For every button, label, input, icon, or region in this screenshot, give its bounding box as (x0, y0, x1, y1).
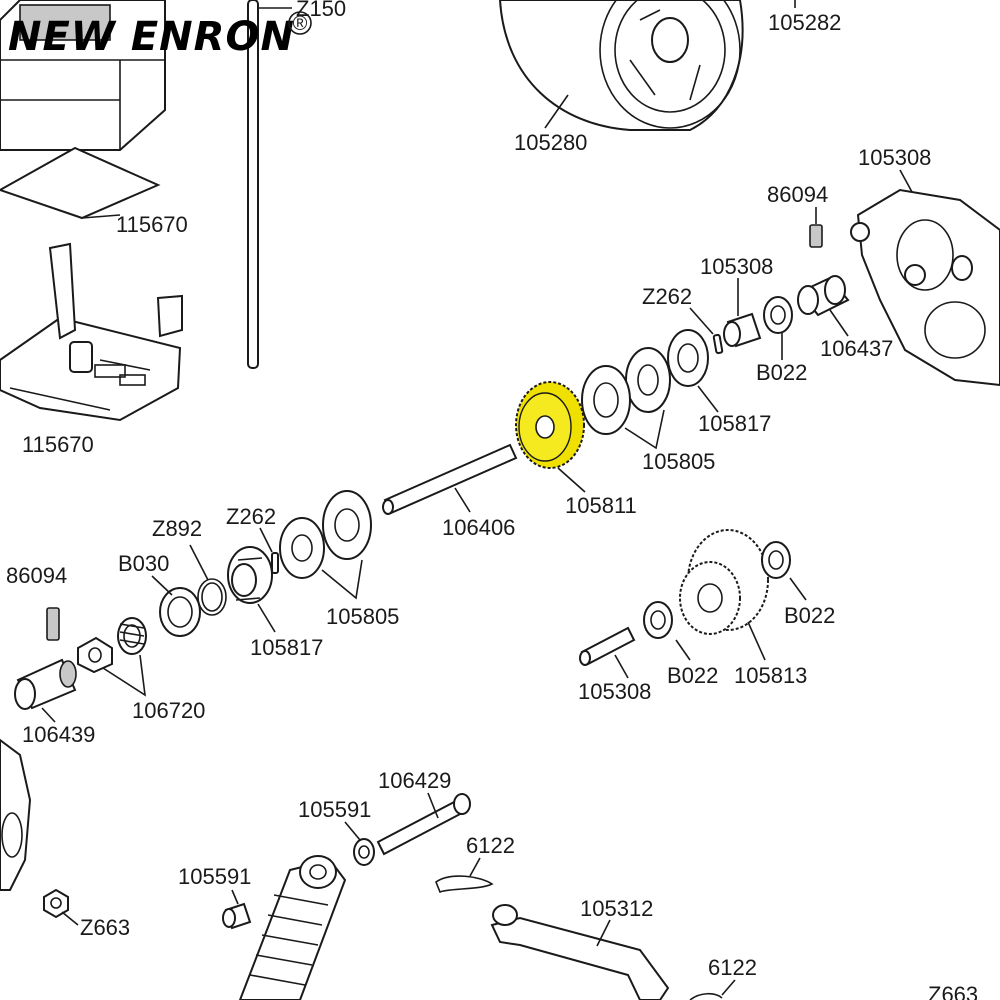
set-screw-top-label: 86094 (767, 182, 828, 207)
pin-z262-left-label: Z262 (226, 504, 276, 529)
hinge-pin-label: 106429 (378, 768, 451, 793)
clip-bottom-label: 6122 (708, 955, 757, 980)
nut-spring-label: 106720 (132, 698, 205, 723)
shaft-label: 106406 (442, 515, 515, 540)
slipper-plate-right-label: 105817 (698, 411, 771, 436)
idler-pin-label: 105308 (578, 679, 651, 704)
o-ring (197, 578, 227, 616)
hinge-pin (376, 793, 471, 856)
bearing-b022-right (761, 541, 791, 579)
nut-left-label: Z663 (80, 915, 130, 940)
bellcrank-label: 105312 (580, 896, 653, 921)
set-screw-left (46, 607, 60, 641)
shock-bushing-left-label: 105591 (178, 864, 251, 889)
registered-mark-circle (288, 11, 312, 35)
spur-gear-highlighted (515, 381, 585, 469)
wheel-label: 105282 (768, 10, 841, 35)
slipper-plate-right (667, 329, 709, 387)
esc-unit (0, 0, 166, 151)
nut-left (43, 888, 69, 919)
pin-z262-top (712, 333, 724, 355)
drive-shaft (382, 443, 518, 515)
brand-watermark: NEW ENRON (8, 14, 295, 60)
pin-z262-left (271, 552, 279, 574)
outdrive-left-label: 106439 (22, 722, 95, 747)
esc-mount-label: 115670 (22, 432, 94, 457)
bearing-b022-top (763, 296, 793, 334)
slipper-pads-left-label: 105805 (326, 604, 399, 629)
set-screw-top (809, 224, 823, 248)
body-clip-top (435, 875, 494, 894)
registered-mark: ® (293, 13, 308, 35)
slipper-plate-left-label: 105817 (250, 635, 323, 660)
bearing-b030-label: B030 (118, 551, 169, 576)
gearbox-housing-label: 105308 (858, 145, 931, 170)
shock-bushing-left (222, 902, 252, 930)
bearing-b022-right-label: B022 (784, 603, 835, 628)
set-screw-left-label: 86094 (6, 563, 67, 588)
pin-z262-top-label: Z262 (642, 284, 692, 309)
esc-mount-tray (0, 242, 183, 422)
idler-pin (579, 626, 636, 666)
idler-gear (679, 529, 769, 635)
sticker-label: 115670 (116, 212, 188, 237)
slipper-pads-left (279, 490, 372, 579)
gearbox-housing (850, 188, 1000, 387)
outdrive-right-label: 106437 (820, 336, 893, 361)
bearing-b022-top-label: B022 (756, 360, 807, 385)
idler-gear-label: 105813 (734, 663, 807, 688)
wheel-rim-label: 105280 (514, 130, 587, 155)
wheel-rim (498, 0, 744, 131)
shock-bushing-top-label: 105591 (298, 797, 371, 822)
bearing-b030 (159, 587, 201, 637)
spring-and-nut (77, 617, 147, 674)
bellcrank (490, 904, 670, 1000)
pin-top-label: 105308 (700, 254, 773, 279)
shock-absorber (238, 855, 347, 1000)
slipper-plate-left (227, 546, 273, 604)
outdrive-left (14, 658, 77, 710)
bearing-b022-mid-label: B022 (667, 663, 718, 688)
outdrive-right (797, 275, 850, 317)
knuckle (0, 738, 32, 891)
nut-right-label: Z663 (928, 982, 978, 1000)
shock-bushing-top (353, 838, 375, 866)
slipper-pads-right (581, 347, 671, 435)
sticker-sheet (0, 146, 161, 220)
bushing-sleeve (723, 312, 762, 348)
oring-label: Z892 (152, 516, 202, 541)
slipper-pads-right-label: 105805 (642, 449, 715, 474)
clip-top-label: 6122 (466, 833, 515, 858)
body-clip-bottom (689, 992, 723, 1000)
bearing-b022-mid (643, 601, 673, 639)
spur-gear-label: 105811 (565, 493, 637, 518)
antenna-rod (247, 0, 292, 369)
